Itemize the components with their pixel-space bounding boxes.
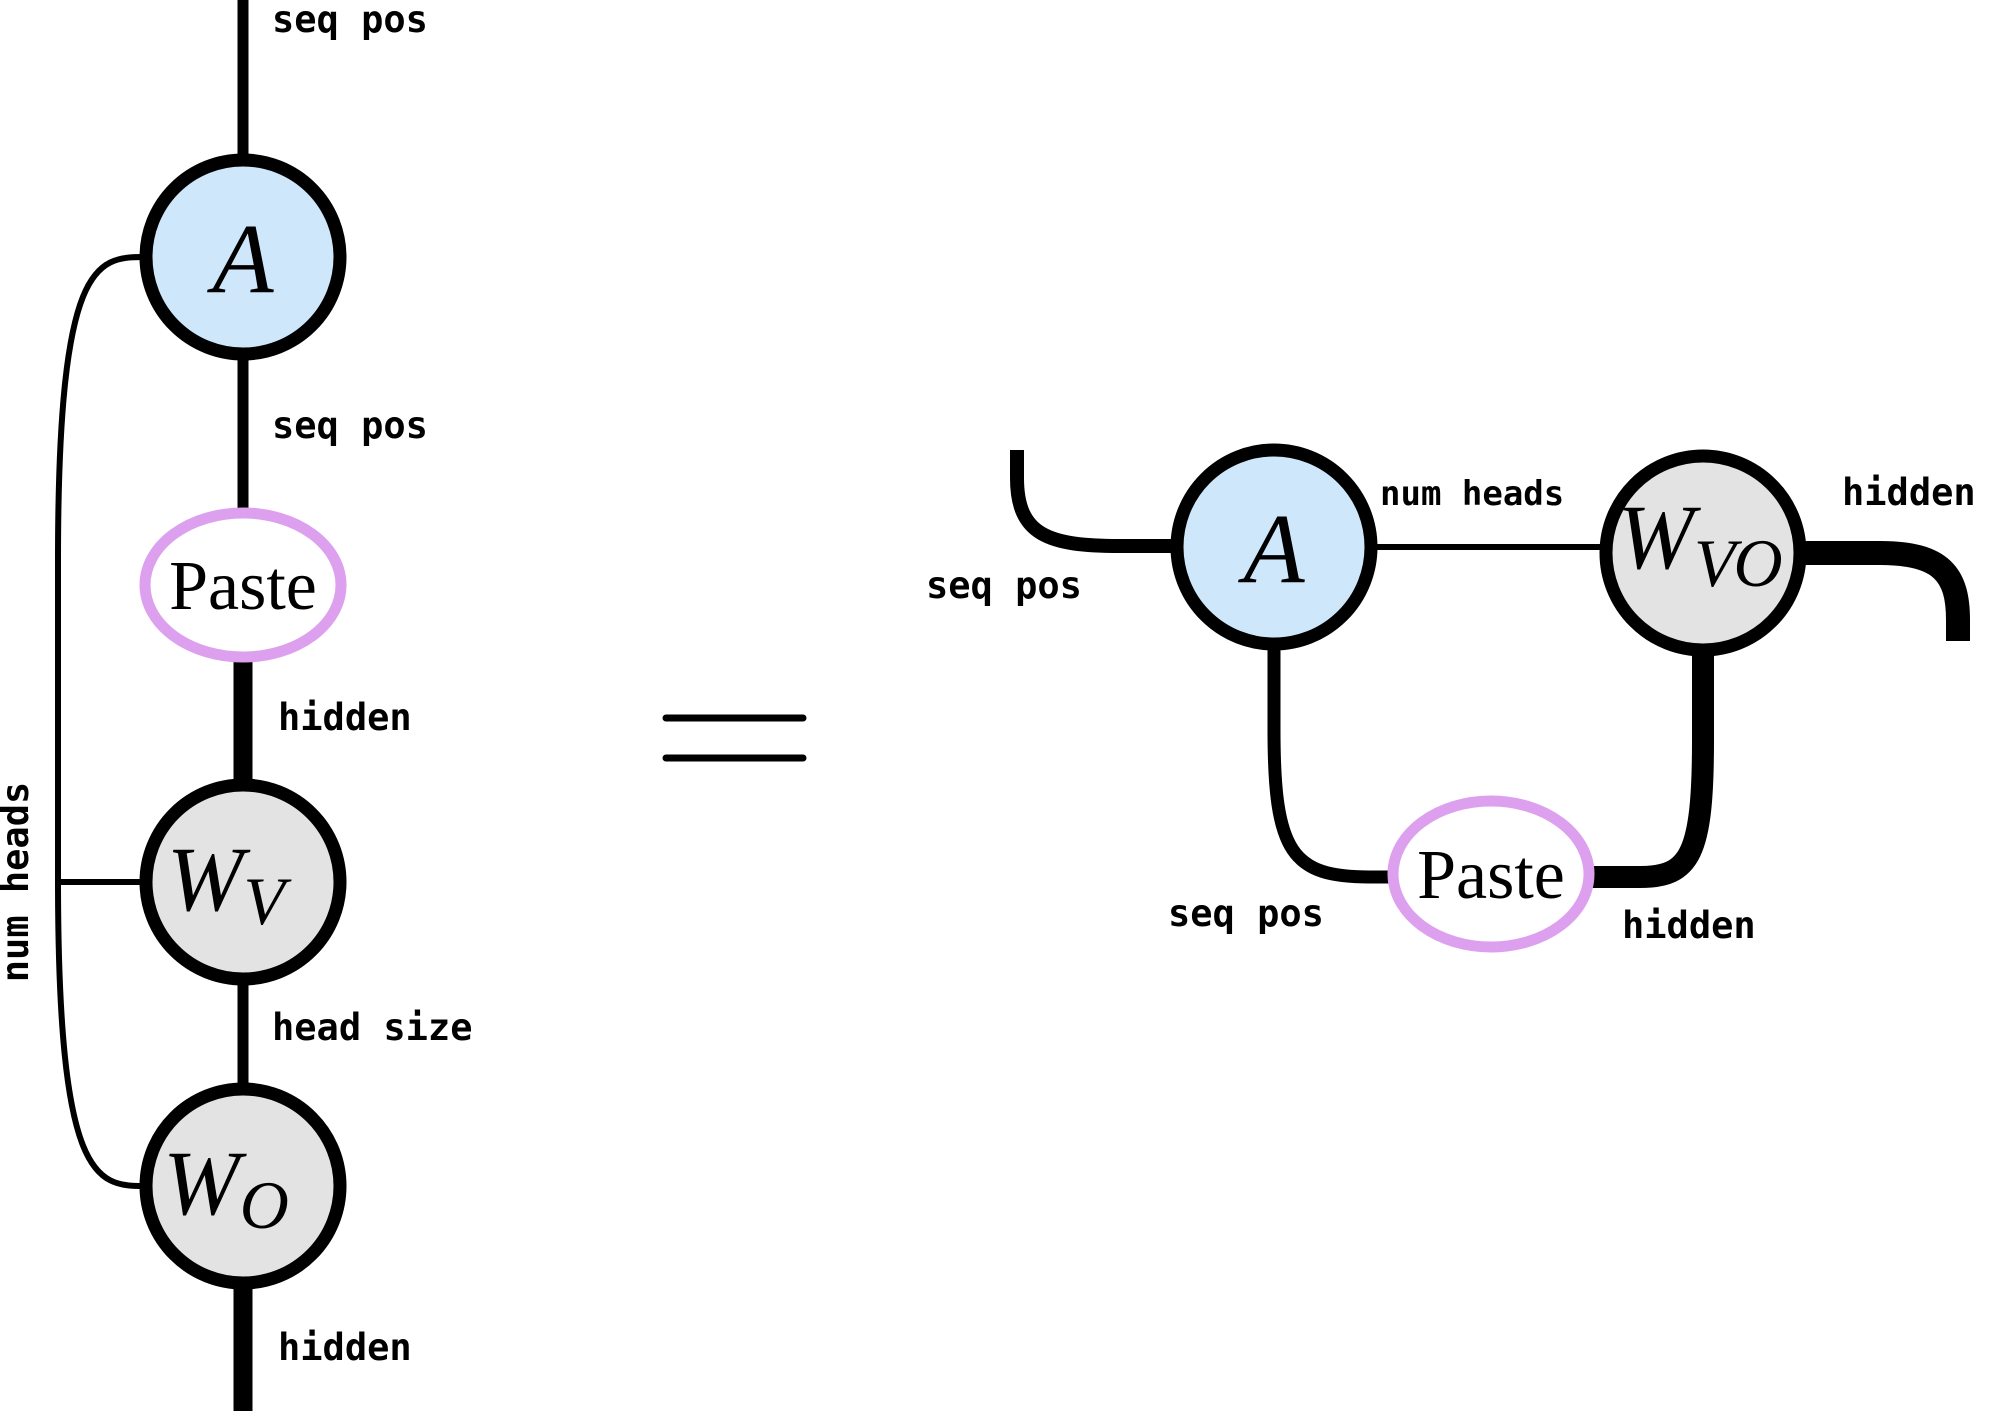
node-a-circle [139, 153, 347, 361]
edge-right-a-paste-seq-pos [1267, 648, 1392, 884]
node-wv-label: WV [167, 828, 293, 939]
label-left-top: seq pos [272, 0, 428, 41]
node-right-a-circle [1170, 443, 1378, 651]
node-wo-circle [139, 1082, 347, 1290]
node-right-wvo-circle [1599, 449, 1807, 657]
node-paste-ring [139, 507, 347, 663]
node-wo-subscript: O [240, 1167, 289, 1243]
label-left-num-heads: num heads [0, 782, 37, 982]
node-wo-main: W [163, 1132, 247, 1234]
node-wv-subscript: V [244, 863, 293, 939]
edge-num-heads-loop [55, 254, 145, 1189]
left-network: A Paste WV WO seq pos seq pos hidden hea… [0, 0, 472, 1411]
label-right-a-paste: seq pos [1168, 892, 1324, 935]
node-a: A [139, 153, 347, 361]
right-network: A WVO Paste seq pos num heads hidden seq… [926, 443, 1976, 953]
edge-right-paste-wvo-hidden [1590, 649, 1714, 888]
node-right-wvo-main: W [1617, 486, 1701, 588]
label-left-wv-wo: head size [272, 1006, 472, 1049]
label-right-input: seq pos [926, 564, 1082, 607]
node-right-wvo: WVO [1599, 449, 1807, 657]
label-left-paste-wv: hidden [278, 696, 412, 739]
node-paste-label: Paste [169, 548, 317, 625]
label-right-paste-wvo: hidden [1622, 904, 1756, 947]
node-right-wvo-label: WVO [1617, 486, 1782, 601]
node-right-paste-label: Paste [1417, 837, 1565, 914]
node-right-a-label: A [1237, 493, 1305, 604]
label-right-a-wvo: num heads [1380, 474, 1564, 514]
node-right-paste: Paste [1387, 795, 1595, 953]
node-right-a: A [1170, 443, 1378, 651]
node-wv-circle [139, 778, 347, 986]
node-wv-main: W [167, 828, 251, 930]
edge-right-input-seq-pos [1010, 450, 1176, 553]
node-right-paste-ring [1387, 795, 1595, 953]
node-wo: WO [139, 1082, 347, 1290]
node-wv: WV [139, 778, 347, 986]
label-right-output: hidden [1842, 471, 1976, 514]
node-paste: Paste [139, 507, 347, 663]
label-left-a-paste: seq pos [272, 404, 428, 447]
node-wo-label: WO [163, 1132, 289, 1243]
node-a-label: A [206, 203, 274, 314]
label-left-bottom: hidden [278, 1326, 412, 1369]
edge-right-output-hidden [1804, 541, 1970, 641]
equals-sign [662, 714, 807, 762]
node-right-wvo-subscript: VO [1694, 525, 1783, 601]
